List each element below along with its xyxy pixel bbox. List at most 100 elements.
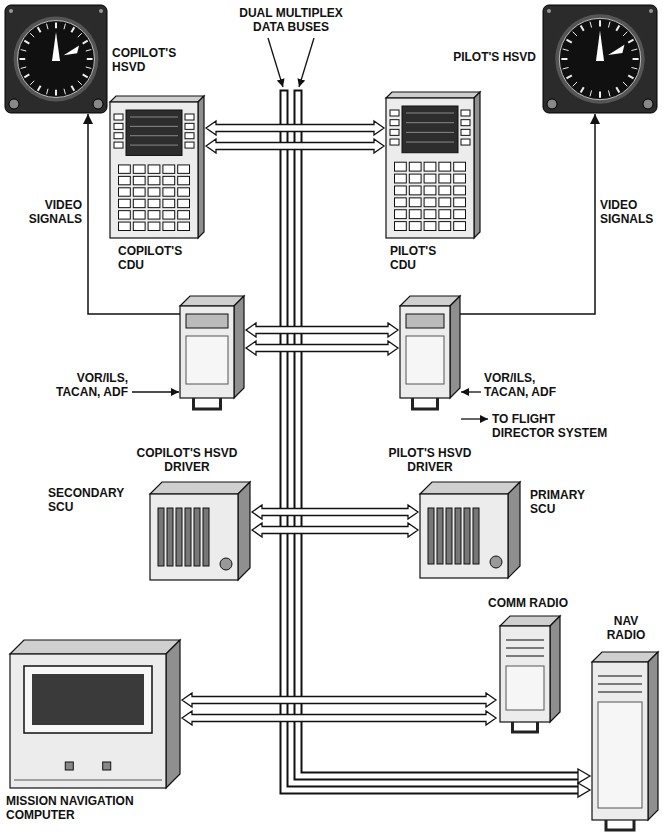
compass-tick — [71, 27, 74, 32]
unit-label: PRIMARY SCU — [530, 488, 600, 516]
front-panel — [506, 666, 544, 710]
keypad-key — [439, 210, 451, 219]
box-top — [386, 92, 480, 98]
compass-tick — [573, 82, 577, 86]
unit-illustration — [180, 296, 244, 412]
keypad-key — [395, 198, 407, 207]
keypad-key — [454, 186, 466, 195]
keypad-key — [178, 222, 190, 230]
line-select-key — [390, 129, 399, 135]
screen-line — [406, 122, 454, 123]
keypad-key — [163, 176, 175, 184]
keypad-key — [163, 165, 175, 173]
compass-tick — [24, 41, 29, 44]
bus-tap-arrow — [246, 341, 398, 355]
keypad-key — [454, 162, 466, 171]
compass-tick — [38, 27, 41, 32]
unit-label-box: SECONDARY SCU — [48, 486, 140, 514]
vent-line — [598, 675, 642, 677]
unit-label: PILOT'S HSVD — [408, 50, 536, 64]
box-front — [386, 98, 474, 238]
compass-tick — [599, 20, 601, 26]
keypad-key — [133, 199, 145, 207]
base-line — [14, 780, 162, 781]
name-plate — [406, 314, 444, 328]
line-select-key — [114, 114, 123, 120]
line-select-key — [390, 110, 399, 116]
compass-tick — [83, 74, 88, 77]
keypad-key — [148, 211, 160, 219]
screen-line — [406, 132, 454, 133]
keypad-key — [178, 176, 190, 184]
unit-label: COPILOT'S HSVD — [112, 46, 192, 74]
line-select-key — [390, 139, 399, 145]
front-panel — [598, 702, 642, 808]
box-side — [234, 296, 244, 398]
course-pointer — [596, 31, 604, 61]
avionics-unit: SECONDARY SCU — [150, 482, 250, 580]
label-box: VOR/ILS, TACAN, ADF — [484, 371, 568, 399]
compass-tick — [567, 75, 572, 78]
unit-illustration — [592, 652, 658, 832]
data-bus — [284, 94, 578, 790]
line-select-key — [461, 120, 470, 126]
screen-line — [406, 142, 454, 143]
card-slot — [464, 508, 470, 564]
card-slot — [158, 508, 164, 566]
card-slot — [203, 508, 209, 566]
box-top — [150, 482, 250, 494]
keypad-key — [424, 186, 436, 195]
unit-illustration — [500, 616, 560, 734]
box-side — [238, 482, 250, 580]
unit-illustration — [542, 4, 658, 114]
edge-label-box: VIDEO SIGNALS — [22, 198, 82, 226]
keypad-key — [395, 222, 407, 231]
unit-label: PILOT'S CDU — [390, 244, 452, 272]
compass-tick — [30, 81, 34, 85]
keypad-key — [148, 199, 160, 207]
unit-illustration — [386, 92, 480, 238]
avionics-unit: COPILOT'S HSVD DRIVER — [180, 296, 244, 412]
avionics-unit: NAV RADIO — [592, 652, 658, 832]
box-top — [180, 296, 244, 306]
compass-tick — [563, 49, 569, 51]
front-panel — [186, 336, 228, 384]
bus-tap-arrow — [246, 323, 398, 337]
bus-end-arrow — [578, 769, 590, 783]
line-select-key — [461, 139, 470, 145]
screen-line — [130, 117, 178, 118]
compass-tick — [599, 92, 601, 98]
compass-tick — [38, 86, 41, 91]
leader-arrow — [268, 38, 283, 87]
keypad-key — [119, 199, 131, 207]
vent-line — [598, 683, 642, 685]
keypad-key — [454, 210, 466, 219]
avionics-unit: PILOT'S HSVD — [542, 4, 658, 114]
keypad-key — [439, 186, 451, 195]
label-box: VOR/ILS, TACAN, ADF — [44, 371, 128, 399]
compass-tick — [608, 90, 610, 96]
control-knob — [643, 99, 653, 109]
keypad-key — [163, 211, 175, 219]
edge-label-box: VIDEO SIGNALS — [600, 198, 658, 226]
unit-label-box: PRIMARY SCU — [530, 488, 600, 516]
bezel-screw — [99, 9, 103, 13]
front-panel — [406, 336, 444, 384]
card-slot — [167, 508, 173, 566]
front-window — [24, 666, 152, 733]
bus-tap-arrow — [252, 523, 418, 537]
unit-label: SECONDARY SCU — [48, 486, 140, 514]
keypad-key — [454, 222, 466, 231]
bus-tap-arrow — [182, 711, 496, 725]
box-top — [592, 652, 658, 662]
keypad-key — [439, 222, 451, 231]
unit-illustration — [420, 482, 520, 578]
compass-tick — [86, 50, 92, 51]
compass-tick — [631, 67, 637, 69]
card-slot — [446, 508, 452, 564]
line-select-key — [461, 110, 470, 116]
unit-label-box: COPILOT'S HSVD — [112, 46, 192, 74]
box-side — [550, 616, 560, 722]
vent-line — [598, 691, 642, 693]
